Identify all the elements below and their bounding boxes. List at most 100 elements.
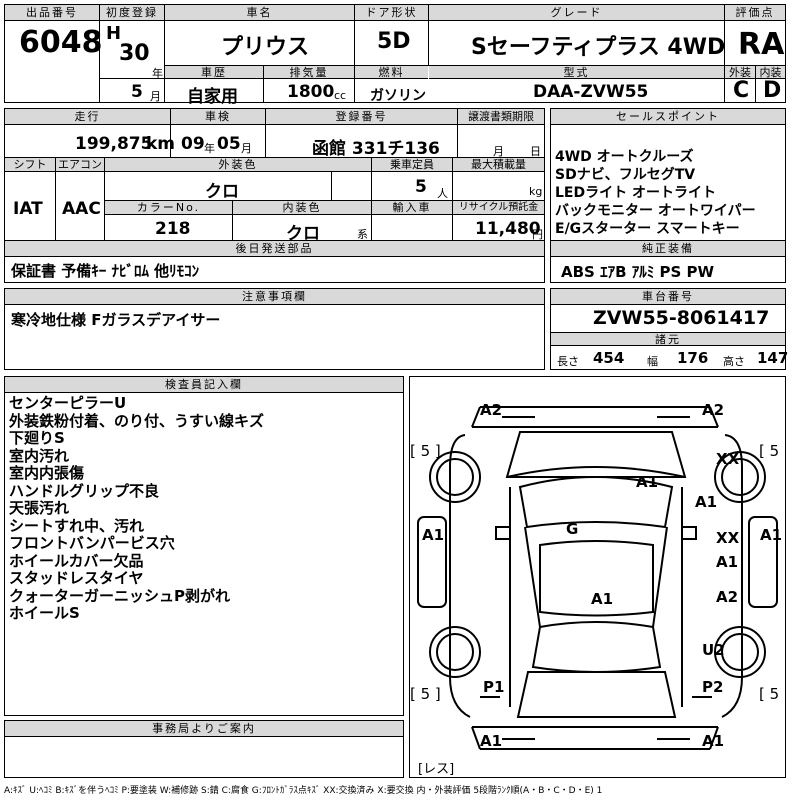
dimensions-label: 諸元 — [551, 333, 785, 346]
height: 147 — [757, 349, 789, 367]
inspector-box: 検査員記入欄 センターピラーU 外装鉄粉付着、のり付、うすい線キズ 下廻りS 室… — [4, 376, 404, 716]
height-label: 高さ — [723, 355, 745, 368]
label-right-side: A1 — [760, 526, 782, 544]
chassis-value: ZVW55-8061417 — [593, 307, 770, 329]
header-table: 出品番号 6048 初度登録 H 30 年 5 月 車名 プリウス ドア形状 5… — [4, 4, 786, 107]
label-trunk: A1 — [591, 590, 613, 608]
label-fr-fender: A1 — [695, 493, 717, 511]
notes-label: 注意事項欄 — [5, 289, 544, 305]
inspector-line: スタッドレスタイヤ — [9, 569, 144, 587]
interior-score: D — [763, 78, 782, 103]
inspection-month: 05 — [217, 134, 241, 154]
plate: 函館 331チ136 — [312, 139, 440, 159]
inspector-line: ハンドルグリップ不良 — [9, 481, 160, 500]
inspector-line: ホイールカバー欠品 — [9, 551, 144, 570]
grade: Sセーフティプラス 4WD — [471, 35, 726, 60]
displacement-label: 排気量 — [264, 66, 354, 79]
label-tire-fr: [ 5 ] — [759, 442, 785, 460]
ext-color-label: 外装色 — [105, 158, 371, 172]
label-tire-rr: [ 5 ] — [759, 685, 785, 703]
car-diagram: A2 A2 [ 5 ] [ 5 ] XX A1 A1 A1 A1 G XX A1… — [409, 376, 790, 778]
label-front-right: A2 — [702, 401, 724, 419]
sales-point-line: LEDライト オートライト — [555, 185, 716, 201]
lot-number-label: 出品番号 — [5, 5, 99, 21]
lot-number: 6048 — [19, 25, 103, 60]
width: 176 — [677, 349, 709, 367]
mileage-unit: km — [146, 134, 176, 154]
transfer-day-unit: 日 — [530, 145, 541, 158]
sales-point-line: バックモニター オートワイパー — [555, 203, 756, 219]
inspector-line: クォーターガーニッシュP剥がれ — [9, 586, 230, 605]
inspector-line: センターピラーU — [9, 394, 127, 412]
length: 454 — [593, 349, 625, 367]
label-rear-right-p2: P2 — [702, 678, 723, 696]
inspection-year: 09 — [181, 134, 205, 154]
label-front-left: A2 — [480, 401, 502, 419]
load-label: 最大積載量 — [453, 158, 544, 172]
inspector-line: 室内内張傷 — [9, 464, 85, 482]
inspection-month-unit: 月 — [241, 142, 252, 155]
int-color-label: 内装色 — [233, 201, 371, 215]
plate-label: 登録番号 — [266, 109, 457, 125]
load-unit: kg — [529, 185, 543, 198]
label-spare: [レス] — [418, 762, 454, 777]
inspector-line: 外装鉄粉付着、のり付、うすい線キズ — [9, 411, 265, 430]
inspector-line: 下廻りS — [9, 429, 65, 447]
int-color: クロ — [286, 224, 320, 244]
sales-point-line: E/Gスターター スマートキー — [555, 221, 740, 237]
label-rr-u2: U2 — [702, 641, 725, 659]
equipment-value: ABS ｴｱB ｱﾙﾐ PS PW — [561, 263, 715, 281]
later-parts-label: 後日発送部品 — [5, 241, 544, 257]
capacity-label: 乗車定員 — [372, 158, 452, 172]
car-diagram-svg: A2 A2 [ 5 ] [ 5 ] XX A1 A1 A1 A1 G XX A1… — [410, 401, 790, 777]
label-rear-bottom-left: A1 — [480, 732, 502, 750]
displacement-unit: cc — [334, 89, 347, 102]
transfer-label: 譲渡書類期限 — [458, 109, 544, 125]
grade-label: グレード — [429, 5, 724, 21]
car-name: プリウス — [221, 35, 310, 60]
capacity: 5 — [415, 177, 427, 197]
model: DAA-ZVW55 — [533, 82, 649, 102]
label-left-side: A1 — [422, 526, 444, 544]
mileage: 199,875 — [75, 134, 153, 154]
capacity-unit: 人 — [437, 187, 448, 200]
chassis-box: 車台番号 ZVW55-8061417 諸元 長さ 454 幅 176 高さ 14… — [550, 288, 789, 370]
shift-label: シフト — [5, 158, 55, 172]
history-label: 車歴 — [165, 66, 263, 79]
interior-label: 内装 — [756, 66, 785, 79]
equipment-label: 純正装備 — [551, 241, 785, 257]
color-no-label: カラーNo. — [105, 201, 232, 215]
label-tire-rl: [ 5 ] — [410, 685, 441, 703]
recycle-unit: 円 — [532, 228, 543, 241]
displacement: 1800 — [287, 82, 335, 102]
car-name-label: 車名 — [165, 5, 354, 21]
label-tire-fl: [ 5 ] — [410, 442, 441, 460]
exterior-score: C — [733, 78, 750, 103]
label-rear-bottom-right: A1 — [702, 732, 724, 750]
month: 5 — [131, 82, 143, 102]
inspector-line: シートすれ中、汚れ — [9, 516, 145, 535]
office-box: 事務局よりご案内 — [4, 720, 404, 778]
label-roof: G — [566, 520, 578, 538]
later-parts-value: 保証書 予備ｷｰ ﾅﾋﾞﾛﾑ 他ﾘﾓｺﾝ — [11, 262, 200, 280]
import-label: 輸入車 — [372, 201, 452, 215]
door-label: ドア形状 — [355, 5, 428, 21]
inspector-line: フロントバンパービス穴 — [9, 534, 175, 552]
notes-box: 注意事項欄 寒冷地仕様 Fガラスデアイサー — [4, 288, 545, 370]
label-fr-door-top: XX — [716, 450, 740, 468]
color-no: 218 — [155, 219, 191, 239]
ext-color: クロ — [205, 182, 239, 202]
mileage-label: 走行 — [5, 109, 170, 125]
label-rr-quarter: A2 — [716, 588, 738, 606]
inspection-label: 車検 — [171, 109, 265, 125]
width-label: 幅 — [647, 355, 658, 368]
legend: A:ｷｽﾞ U:ﾍｺﾐ B:ｷｽﾞを伴うﾍｺﾐ P:要塗装 W:補修跡 S:錆 … — [4, 786, 603, 796]
label-rr-door-a1: A1 — [716, 553, 738, 571]
model-label: 型式 — [429, 66, 724, 79]
history: 自家用 — [187, 87, 238, 107]
inspector-line: ホイールS — [9, 604, 80, 622]
inspector-line: 天張汚れ — [9, 499, 70, 517]
recycle: 11,480 — [475, 219, 541, 239]
year: 30 — [119, 41, 150, 66]
era: H — [106, 23, 122, 44]
